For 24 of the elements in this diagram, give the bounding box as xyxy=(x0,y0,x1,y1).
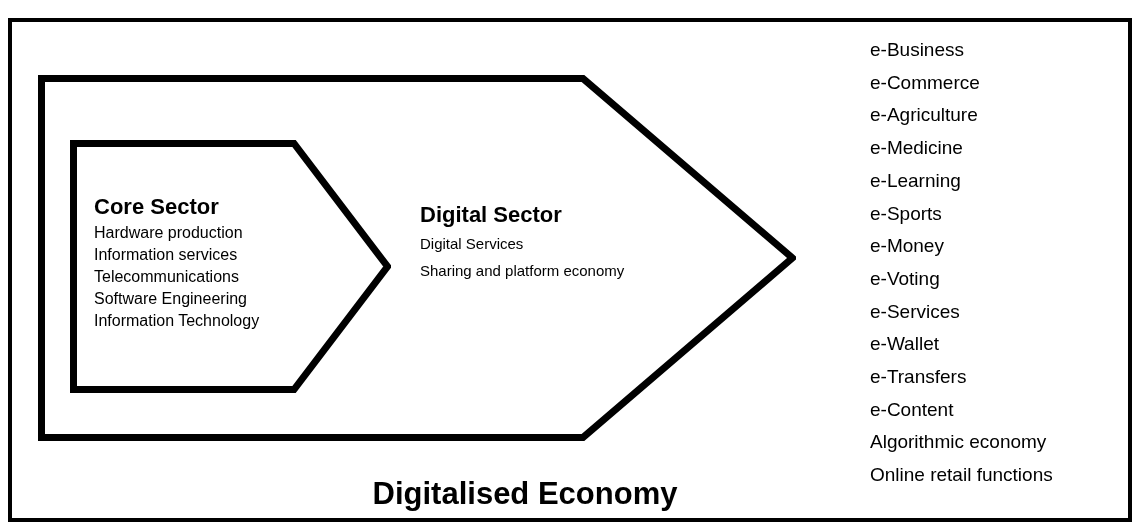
sector-item: Digital Services xyxy=(420,234,525,254)
sector-item: Sharing and platform economy xyxy=(420,261,625,281)
sector-item: Information services xyxy=(94,245,239,265)
list-item: e-Content xyxy=(870,397,955,422)
sector-heading: Digital Sector xyxy=(420,201,563,229)
list-item: e-Sports xyxy=(870,201,943,226)
sector-heading: Core Sector xyxy=(94,193,220,221)
list-item: e-Commerce xyxy=(870,70,981,95)
sector-item: Telecommunications xyxy=(94,267,240,287)
sector-item: Information Technology xyxy=(94,311,260,331)
frame-heading: Digitalised Economy xyxy=(372,478,678,509)
list-item: e-Services xyxy=(870,299,961,324)
list-item: Algorithmic economy xyxy=(870,430,1048,455)
list-item: e-Business xyxy=(870,38,965,62)
list-item: e-Learning xyxy=(870,168,962,193)
list-item: e-Money xyxy=(870,234,945,259)
list-item: e-Voting xyxy=(870,266,941,291)
list-item: e-Agriculture xyxy=(870,103,979,128)
sector-item: Hardware production xyxy=(94,223,244,243)
list-item: e-Medicine xyxy=(870,136,964,161)
sector-item: Software Engineering xyxy=(94,289,248,309)
list-item: Online retail functions xyxy=(870,463,1053,488)
list-item: e-Wallet xyxy=(870,332,940,357)
list-item: e-Transfers xyxy=(870,365,968,390)
